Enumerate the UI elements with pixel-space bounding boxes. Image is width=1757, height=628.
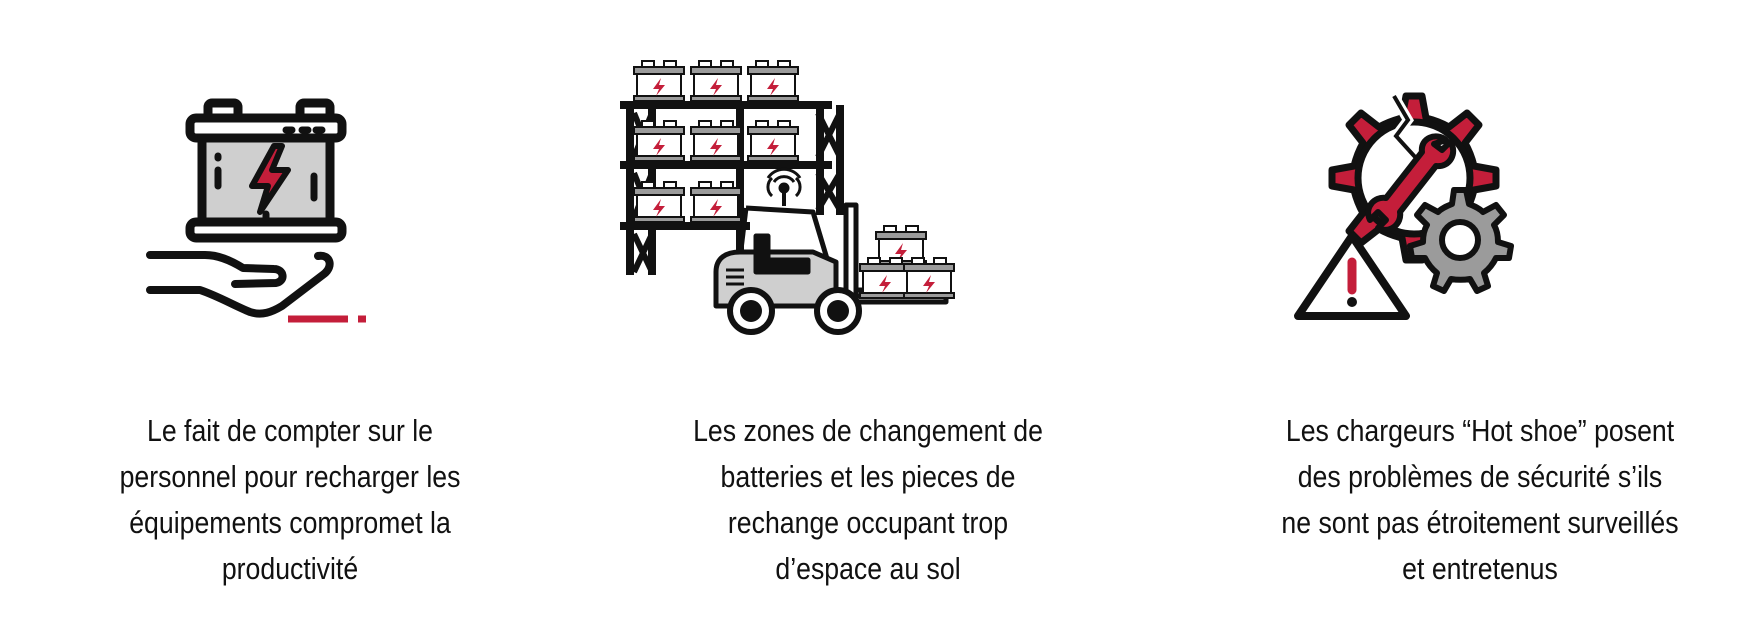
caption-line: équipements compromet la [129, 505, 451, 540]
caption-line: Les chargeurs “Hot shoe” posent [1285, 413, 1675, 448]
battery-in-hand-icon [30, 0, 550, 400]
caption-line: Les zones de changement de [693, 413, 1043, 448]
caption-battery-swap-zones: Les zones de changement de batteries et … [644, 408, 1091, 592]
caption-line: des problèmes de sécurité s’ils [1297, 459, 1663, 494]
feature-battery-rack-forklift: Les zones de changement de batteries et … [608, 0, 1128, 628]
caption-line: batteries et les pieces de [720, 459, 1016, 494]
caption-staff-recharging: Le fait de compter sur le personnel pour… [66, 408, 513, 592]
feature-battery-in-hand: Le fait de compter sur le personnel pour… [30, 0, 550, 628]
caption-line: rechange occupant trop [727, 505, 1009, 540]
caption-line: ne sont pas étroitement surveillés [1281, 505, 1679, 540]
broken-gear-wrench-warning-icon [1220, 0, 1740, 400]
battery-rack-forklift-icon [608, 0, 1128, 400]
feature-hot-shoe-safety: Les chargeurs “Hot shoe” posent des prob… [1220, 0, 1740, 628]
caption-hot-shoe-chargers: Les chargeurs “Hot shoe” posent des prob… [1256, 408, 1703, 592]
caption-line: productivité [221, 551, 359, 586]
caption-line: personnel pour recharger les [119, 459, 461, 494]
caption-line: Le fait de compter sur le [146, 413, 434, 448]
caption-line: et entretenus [1402, 551, 1558, 586]
caption-line: d’espace au sol [775, 551, 961, 586]
